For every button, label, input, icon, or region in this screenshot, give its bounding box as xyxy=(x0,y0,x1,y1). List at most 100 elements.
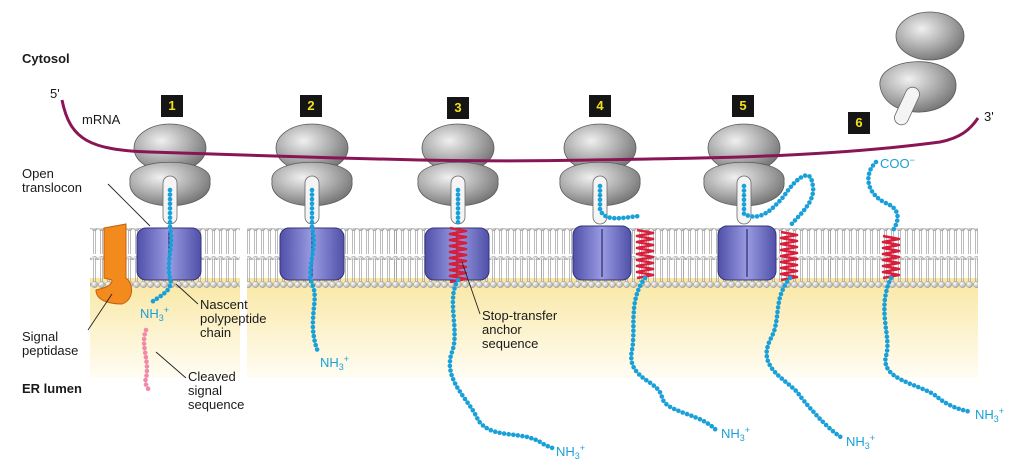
chain-step6-lumen-residue xyxy=(916,384,921,390)
chain-step1-residue xyxy=(167,224,173,230)
leader-nascent-chain xyxy=(175,283,199,305)
er-lumen-band-5 xyxy=(682,278,832,378)
leader-stop-transfer xyxy=(461,261,481,315)
chain-step3-top-residue xyxy=(455,196,461,202)
chain-step6-top-residue xyxy=(870,163,876,168)
chain-step2-residue xyxy=(309,187,315,193)
chain-step6-top-residue xyxy=(894,209,899,214)
chain-step6-top-residue xyxy=(875,195,881,201)
chain-step5-top-residue xyxy=(741,202,747,207)
er-lumen-label: ER lumen xyxy=(22,381,82,396)
chain-step2-residue xyxy=(308,270,313,275)
chain-step5-top-residue xyxy=(804,204,810,209)
chain-step5-top-residue xyxy=(777,198,782,204)
chain-step6-lumen-residue xyxy=(882,311,887,317)
chain-step5-lumen-residue xyxy=(793,388,798,393)
cleaved-signal-sequence-residue xyxy=(144,359,149,365)
mrna-5prime-label: 5' xyxy=(50,86,60,101)
chain-step2-residue xyxy=(309,192,315,197)
chain-step1-residue xyxy=(167,192,173,197)
chain-step1-residue xyxy=(167,219,173,225)
chain-step1-residue xyxy=(168,238,174,243)
chain-step6-top-residue xyxy=(868,167,873,172)
mrna-strand xyxy=(60,99,980,163)
chain-step5-lumen-residue xyxy=(773,323,778,328)
chain-step4-lumen-residue xyxy=(634,292,640,297)
chain-step6-lumen-residue xyxy=(887,369,893,375)
chain-step5-lumen-residue xyxy=(765,358,771,364)
nh3-label-step4: NH3+ xyxy=(721,425,751,443)
chain-step2-residue xyxy=(311,333,317,339)
chain-step2-residue xyxy=(311,242,316,248)
chain-step3-lumen-residue xyxy=(451,318,457,323)
chain-step6-top-residue xyxy=(893,222,899,228)
chain-step4-lumen-residue xyxy=(640,375,645,380)
chain-step6-top-track xyxy=(868,162,897,232)
chain-step5-lumen-residue xyxy=(790,385,795,390)
chain-step5-lumen-residue xyxy=(769,366,775,372)
chain-step5-lumen-residue xyxy=(787,275,793,281)
chain-step4-lumen-residue xyxy=(631,305,637,311)
chain-step5-top-residue xyxy=(810,187,816,192)
chain-step4-lumen-residue xyxy=(633,296,638,302)
chain-step3-lumen-residue xyxy=(450,345,456,351)
chain-step6-lumen-residue xyxy=(947,403,953,408)
chain-step4-top-residue xyxy=(597,206,603,212)
chain-step6-lumen-residue xyxy=(882,306,887,312)
chain-step6-lumen-residue xyxy=(891,372,896,378)
chain-step5-lumen-residue xyxy=(775,309,780,315)
chain-step3-lumen-residue xyxy=(492,429,498,435)
chain-step5-top-residue xyxy=(745,213,751,218)
chain-step4-top-residue xyxy=(597,183,603,189)
chain-step3-lumen-residue xyxy=(455,385,460,390)
chain-step5-lumen-residue xyxy=(770,332,776,337)
chain-step1-residue xyxy=(167,256,172,262)
chain-step3-lumen-residue xyxy=(449,350,455,355)
chain-step4-top-residue xyxy=(599,210,605,216)
chain-step5-top-residue xyxy=(750,214,755,219)
chain-step5-top-residue xyxy=(763,210,768,216)
chain-step3-lumen-residue xyxy=(452,336,457,342)
chain-step5-top-residue xyxy=(789,221,795,227)
chain-step2-residue xyxy=(311,288,317,293)
chain-step5-lumen-residue xyxy=(772,327,777,333)
cleaved-signal-sequence-residue xyxy=(144,373,149,378)
chain-step6-lumen-residue xyxy=(885,343,890,349)
chain-step5-top-residue xyxy=(788,184,794,190)
chain-step3-lumen-residue xyxy=(520,433,525,439)
chain-step4-lumen-residue xyxy=(636,372,642,377)
chain-step6-lumen-residue xyxy=(883,357,888,362)
chain-step4-lumen-residue xyxy=(630,337,636,343)
er-lumen-band-2 xyxy=(247,278,397,378)
chain-step5-top-residue xyxy=(807,200,812,205)
chain-step2-residue xyxy=(310,320,316,325)
released-tunnel xyxy=(894,86,920,126)
nh3-label-step2: NH3+ xyxy=(320,354,350,372)
chain-step6-lumen-residue xyxy=(939,398,945,404)
chain-step5-top-residue xyxy=(741,192,747,198)
chain-step6-lumen-residue xyxy=(960,407,966,413)
chain-step2-residue xyxy=(310,329,316,334)
chain-step5-top-residue xyxy=(792,218,798,223)
chain-step6-lumen-residue xyxy=(932,392,938,398)
chain-step3-lumen-residue xyxy=(511,432,516,438)
chain-step6-lumen-residue xyxy=(883,361,889,367)
chain-step2-residue xyxy=(309,256,315,262)
stop-transfer-helix-step6 xyxy=(881,234,901,280)
chain-step4-top-residue xyxy=(616,215,622,221)
chain-step4-lumen-residue xyxy=(664,401,669,407)
membrane-inner-leaflet-6 xyxy=(828,258,978,290)
chain-step5-top-residue xyxy=(773,202,779,207)
chain-step5-lumen-residue xyxy=(774,314,780,319)
chain-step5-top-residue xyxy=(810,182,815,188)
mrna-3prime-label: 3' xyxy=(984,109,994,124)
chain-step3-lumen-residue xyxy=(452,332,457,337)
chain-step6-top-residue xyxy=(866,171,872,176)
chain-step6-lumen-residue xyxy=(936,395,941,401)
chain-step3-lumen-residue xyxy=(450,377,456,382)
chain-step5-lumen-residue xyxy=(765,344,770,350)
chain-step5-lumen-residue xyxy=(808,406,813,411)
cleaved-signal-label: Cleaved signal sequence xyxy=(188,369,245,412)
chain-step2-residue xyxy=(310,283,316,289)
chain-step4-top-residue xyxy=(621,215,626,221)
